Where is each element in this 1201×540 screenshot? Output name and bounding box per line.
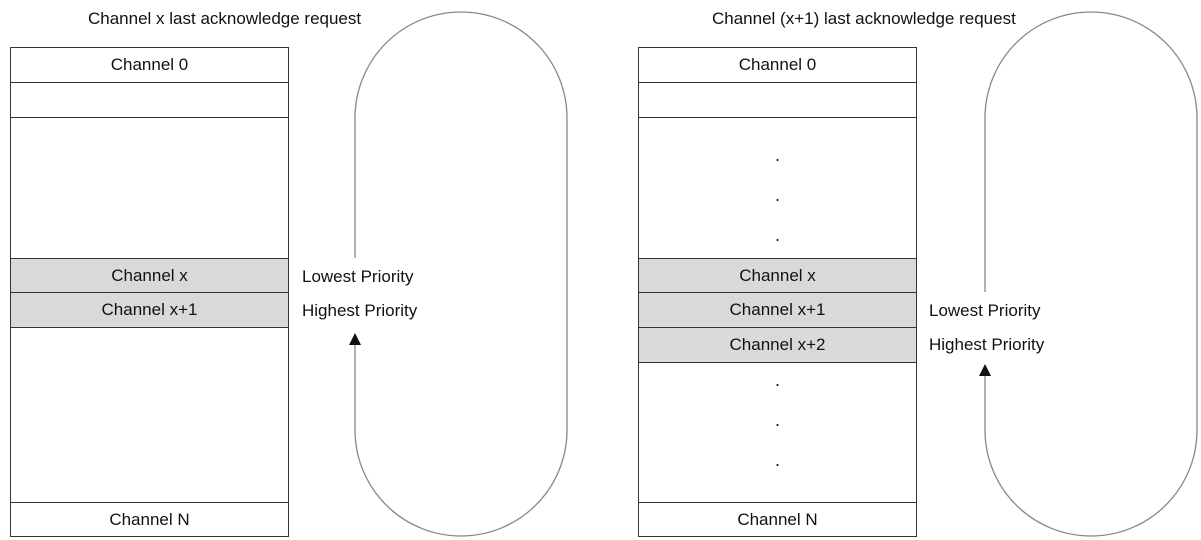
right-channel-table: Channel 0 . . . Channel x Channel x+1 Ch… bbox=[638, 47, 917, 537]
left-row-channel-0-label: Channel 0 bbox=[110, 55, 189, 74]
left-channel-table: Channel 0 Channel x Channel x+1 Channel … bbox=[10, 47, 289, 537]
right-priority-loop bbox=[979, 11, 1198, 537]
right-row-channel-x-plus-1: Channel x+1 bbox=[639, 293, 916, 328]
right-ellipsis-dot-6: . bbox=[774, 450, 780, 470]
left-row-channel-x-plus-1-label: Channel x+1 bbox=[101, 300, 198, 319]
right-lowest-priority-label: Lowest Priority bbox=[929, 301, 1041, 320]
left-panel: Channel x last acknowledge request Chann… bbox=[0, 0, 600, 540]
left-row-empty bbox=[11, 83, 288, 118]
right-row-channel-0: Channel 0 bbox=[639, 48, 916, 83]
left-loop-arrowhead bbox=[349, 333, 361, 345]
left-row-channel-x-plus-1: Channel x+1 bbox=[11, 293, 288, 328]
right-row-channel-x-label: Channel x bbox=[739, 265, 816, 285]
right-row-channel-n: Channel N bbox=[639, 502, 916, 536]
left-lowest-priority-label: Lowest Priority bbox=[302, 267, 414, 286]
left-highest-priority-label: Highest Priority bbox=[302, 301, 418, 320]
left-priority-loop bbox=[349, 11, 568, 537]
right-ellipsis-dot-1: . bbox=[774, 145, 780, 165]
left-row-channel-x-label: Channel x bbox=[111, 265, 188, 285]
right-row-channel-x-plus-2-label: Channel x+2 bbox=[729, 335, 826, 354]
right-row-channel-0-label: Channel 0 bbox=[738, 55, 817, 74]
right-row-channel-x-plus-1-label: Channel x+1 bbox=[729, 300, 826, 319]
right-row-channel-x-plus-2: Channel x+2 bbox=[639, 328, 916, 363]
left-row-channel-n: Channel N bbox=[11, 502, 288, 536]
left-row-channel-x: Channel x bbox=[11, 258, 288, 293]
left-panel-title: Channel x last acknowledge request bbox=[88, 9, 362, 28]
left-loop-outline bbox=[354, 11, 568, 537]
right-row-empty bbox=[639, 83, 916, 118]
right-ellipsis-dot-3: . bbox=[774, 225, 780, 245]
left-row-channel-0: Channel 0 bbox=[11, 48, 288, 83]
right-loop-outline bbox=[984, 11, 1198, 537]
right-highest-priority-label: Highest Priority bbox=[929, 335, 1045, 354]
right-row-channel-n-label: Channel N bbox=[737, 509, 818, 529]
left-row-channel-n-label: Channel N bbox=[109, 509, 190, 529]
right-panel: Channel (x+1) last acknowledge request C… bbox=[628, 0, 1201, 540]
right-panel-title: Channel (x+1) last acknowledge request bbox=[712, 9, 1016, 28]
right-ellipsis-dot-5: . bbox=[774, 410, 780, 430]
right-row-channel-x: Channel x bbox=[639, 258, 916, 293]
right-ellipsis-dot-4: . bbox=[774, 370, 780, 390]
right-ellipsis-dot-2: . bbox=[774, 185, 780, 205]
right-loop-arrowhead bbox=[979, 364, 991, 376]
